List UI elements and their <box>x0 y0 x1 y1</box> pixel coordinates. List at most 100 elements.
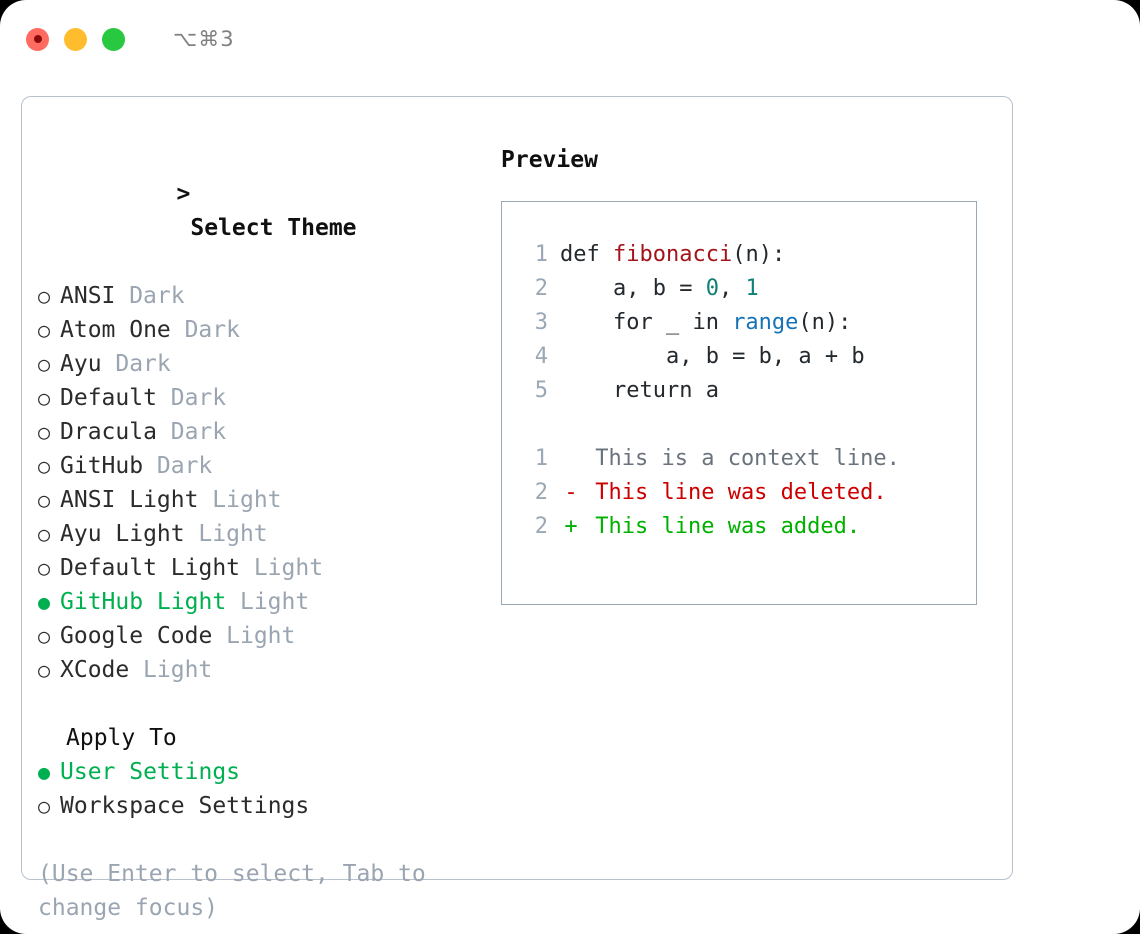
theme-option-label: Google Code <box>60 623 213 649</box>
minimize-button[interactable] <box>64 27 87 51</box>
keyboard-hint-text: (Use Enter to select, Tab to change focu… <box>38 861 440 921</box>
code-line-text: for _ in range(n): <box>560 306 851 340</box>
theme-option-variant: Light <box>226 623 296 649</box>
radio-unselected-icon: ○ <box>38 352 51 376</box>
diff-marker <box>560 442 582 476</box>
select-theme-label <box>176 215 190 241</box>
radio-unselected-icon: ○ <box>38 386 51 410</box>
theme-option-label: Ayu <box>60 351 102 377</box>
code-line-text: return a <box>560 374 719 408</box>
theme-option-google-code[interactable]: ○ Google Code Light <box>38 619 508 653</box>
theme-option-label: Dracula <box>60 419 157 445</box>
code-line: 3 for _ in range(n): <box>502 306 976 340</box>
radio-unselected-icon: ○ <box>38 556 51 580</box>
radio-unselected-icon: ○ <box>38 624 51 648</box>
select-theme-heading: > Select Theme <box>38 143 508 279</box>
apply-to-option-workspace-settings[interactable]: ○ Workspace Settings <box>38 789 508 823</box>
diff-line-text: This line was deleted. <box>582 480 887 505</box>
theme-option-label: GitHub Light <box>60 589 227 615</box>
diff-line-text: This line was added. <box>582 514 861 539</box>
theme-option-label: Atom One <box>60 317 171 343</box>
code-token-plain: for _ in <box>560 310 733 335</box>
theme-option-variant: Dark <box>156 453 213 479</box>
code-token-plain: return a <box>560 378 719 403</box>
code-line: 4 a, b = b, a + b <box>502 340 976 374</box>
focus-caret-icon: > <box>176 181 191 207</box>
theme-option-variant: Dark <box>170 385 227 411</box>
close-button[interactable] <box>26 27 49 51</box>
code-token-plain: a, b = b, a + b <box>560 344 865 369</box>
code-line: 1 def fibonacci(n): <box>502 238 976 272</box>
theme-option-ayu-light[interactable]: ○ Ayu Light Light <box>38 517 508 551</box>
code-line: 2 a, b = 0, 1 <box>502 272 976 306</box>
radio-unselected-icon: ○ <box>38 420 51 444</box>
radio-unselected-icon: ○ <box>38 488 51 512</box>
line-number: 3 <box>534 310 548 335</box>
keyboard-shortcut-label: ⌥⌘3 <box>173 27 235 51</box>
theme-option-label: Ayu Light <box>60 521 185 547</box>
theme-option-variant: Light <box>143 657 213 683</box>
theme-option-variant: Dark <box>115 351 171 377</box>
line-number: 1 <box>534 446 548 471</box>
theme-option-xcode[interactable]: ○ XCode Light <box>38 653 508 687</box>
radio-unselected-icon: ○ <box>38 658 51 682</box>
diff-marker: - <box>564 480 578 505</box>
apply-to-option-list[interactable]: ● User Settings ○ Workspace Settings <box>38 755 508 823</box>
theme-option-variant: Light <box>253 555 324 581</box>
theme-option-dracula[interactable]: ○ Dracula Dark <box>38 415 508 449</box>
code-line-text: a, b = 0, 1 <box>560 272 759 306</box>
code-token-fn: fibonacci <box>612 242 733 267</box>
diff-line-add: 2+ This line was added. <box>502 510 976 544</box>
radio-selected-icon: ● <box>38 760 51 784</box>
theme-option-label: GitHub <box>60 453 144 479</box>
code-token-num: 1 <box>745 276 759 301</box>
radio-unselected-icon: ○ <box>38 794 51 818</box>
preview-heading: Preview <box>501 147 598 173</box>
theme-option-variant: Dark <box>184 317 240 343</box>
diff-marker: + <box>564 514 578 539</box>
line-number: 4 <box>534 344 548 369</box>
theme-option-github-light[interactable]: ● GitHub Light Light <box>38 585 508 619</box>
apply-to-option-label: Workspace Settings <box>60 793 310 819</box>
theme-option-ayu[interactable]: ○ Ayu Dark <box>38 347 508 381</box>
theme-option-variant: Light <box>212 487 282 513</box>
theme-option-label: XCode <box>60 657 130 683</box>
theme-option-default[interactable]: ○ Default Dark <box>38 381 508 415</box>
theme-option-label: ANSI Light <box>60 487 199 513</box>
theme-option-label: Default <box>60 385 157 411</box>
theme-option-variant: Dark <box>170 419 227 445</box>
theme-option-variant: Light <box>239 589 310 615</box>
radio-unselected-icon: ○ <box>38 522 51 546</box>
maximize-button[interactable] <box>102 27 125 51</box>
diff-line-text: This is a context line. <box>582 446 900 471</box>
line-number: 2 <box>534 276 548 301</box>
theme-option-variant: Light <box>198 521 268 547</box>
code-token-plain: a, b = <box>560 276 706 301</box>
apply-to-heading: Apply To <box>66 725 177 751</box>
window-controls <box>26 27 125 51</box>
diff-line-del: 2- This line was deleted. <box>502 476 976 510</box>
apply-to-option-label: User Settings <box>60 759 241 785</box>
radio-selected-icon: ● <box>38 590 51 614</box>
code-token-plain: def <box>560 242 613 267</box>
code-line: 5 return a <box>502 374 976 408</box>
apply-to-option-user-settings[interactable]: ● User Settings <box>38 755 508 789</box>
code-line-text: def fibonacci(n): <box>560 238 785 272</box>
code-line-text: a, b = b, a + b <box>560 340 865 374</box>
theme-option-ansi-light[interactable]: ○ ANSI Light Light <box>38 483 508 517</box>
spacer <box>502 408 976 442</box>
apply-to-section: Apply To ● User Settings ○ Workspace Settin… <box>38 721 508 823</box>
code-token-plain: (n): <box>798 310 852 335</box>
line-number: 1 <box>534 242 548 267</box>
code-token-num: 0 <box>705 276 719 301</box>
diff-line-ctx: 1 This is a context line. <box>502 442 976 476</box>
theme-option-label: ANSI <box>60 283 116 309</box>
